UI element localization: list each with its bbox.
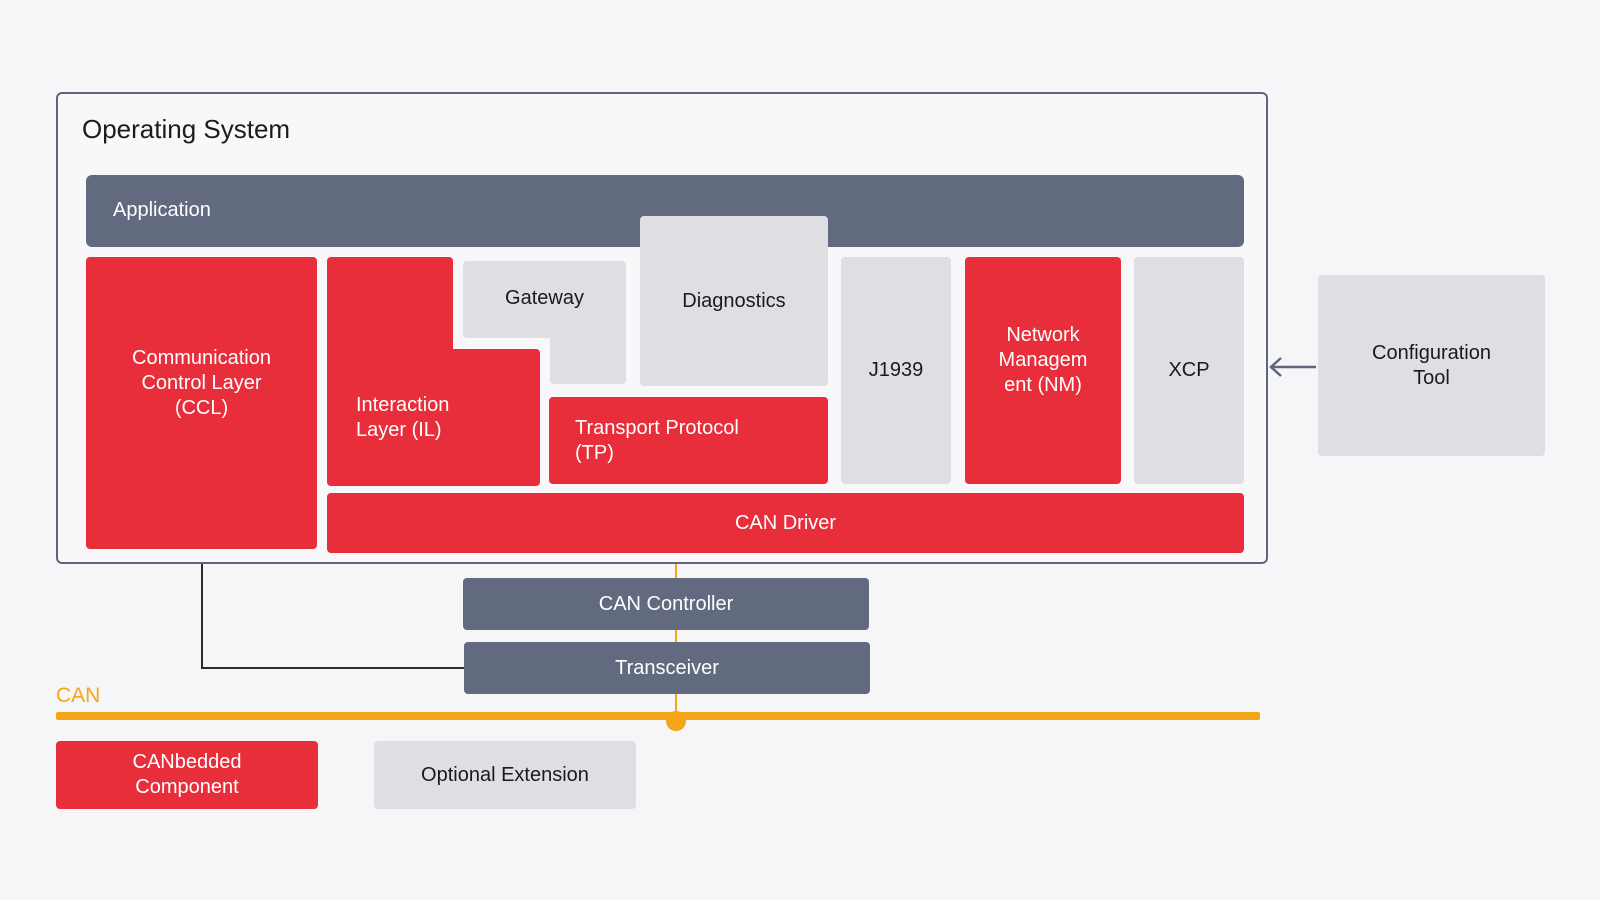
can-bus-line: [56, 712, 1260, 720]
xcp-label: XCP: [1168, 359, 1210, 381]
configuration-tool-block[interactable]: Configuration Tool: [1318, 275, 1545, 456]
j1939-label: J1939: [868, 359, 924, 381]
configuration-tool-label: Configuration Tool: [1372, 341, 1491, 389]
application-label: Application: [113, 199, 211, 221]
legend-canbedded-component: CANbedded Component: [56, 741, 318, 809]
gateway-block-tail[interactable]: [550, 336, 626, 384]
il-block-top[interactable]: [327, 257, 453, 351]
transceiver-block[interactable]: Transceiver: [464, 642, 870, 694]
il-block-bottom[interactable]: [327, 349, 540, 486]
operating-system-title: Operating System: [82, 114, 291, 144]
network-management-block[interactable]: Network Managem ent (NM): [965, 257, 1121, 484]
transceiver-label: Transceiver: [615, 656, 719, 679]
can-driver-block[interactable]: CAN Driver: [327, 493, 1244, 553]
xcp-block[interactable]: XCP: [1134, 257, 1244, 484]
legend-canbedded-label: CANbedded Component: [132, 751, 242, 798]
il-label: Interaction Layer (IL): [356, 394, 450, 441]
ccl-block[interactable]: Communication Control Layer (CCL): [86, 257, 317, 549]
transport-protocol-label: Transport Protocol (TP): [575, 417, 739, 464]
ccl-label: Communication Control Layer (CCL): [132, 346, 271, 419]
gateway-block[interactable]: [463, 261, 626, 338]
can-controller-label: CAN Controller: [598, 592, 734, 615]
diagnostics-label: Diagnostics: [682, 289, 786, 312]
transport-protocol-block[interactable]: [549, 397, 828, 484]
legend-optional-label: Optional Extension: [421, 763, 589, 786]
can-bus-label: CAN: [56, 684, 101, 707]
j1939-block[interactable]: J1939: [841, 257, 951, 484]
diagnostics-block[interactable]: Diagnostics: [640, 216, 828, 386]
can-driver-label: CAN Driver: [734, 511, 837, 534]
can-controller-block[interactable]: CAN Controller: [463, 578, 869, 630]
ccl-to-transceiver-line: [201, 549, 464, 669]
network-management-label: Network Managem ent (NM): [998, 324, 1088, 396]
gateway-label: Gateway: [505, 287, 584, 309]
legend-optional-extension: Optional Extension: [374, 741, 636, 809]
arrow-left-icon: [1269, 357, 1316, 377]
bus-node-dot: [666, 711, 686, 731]
